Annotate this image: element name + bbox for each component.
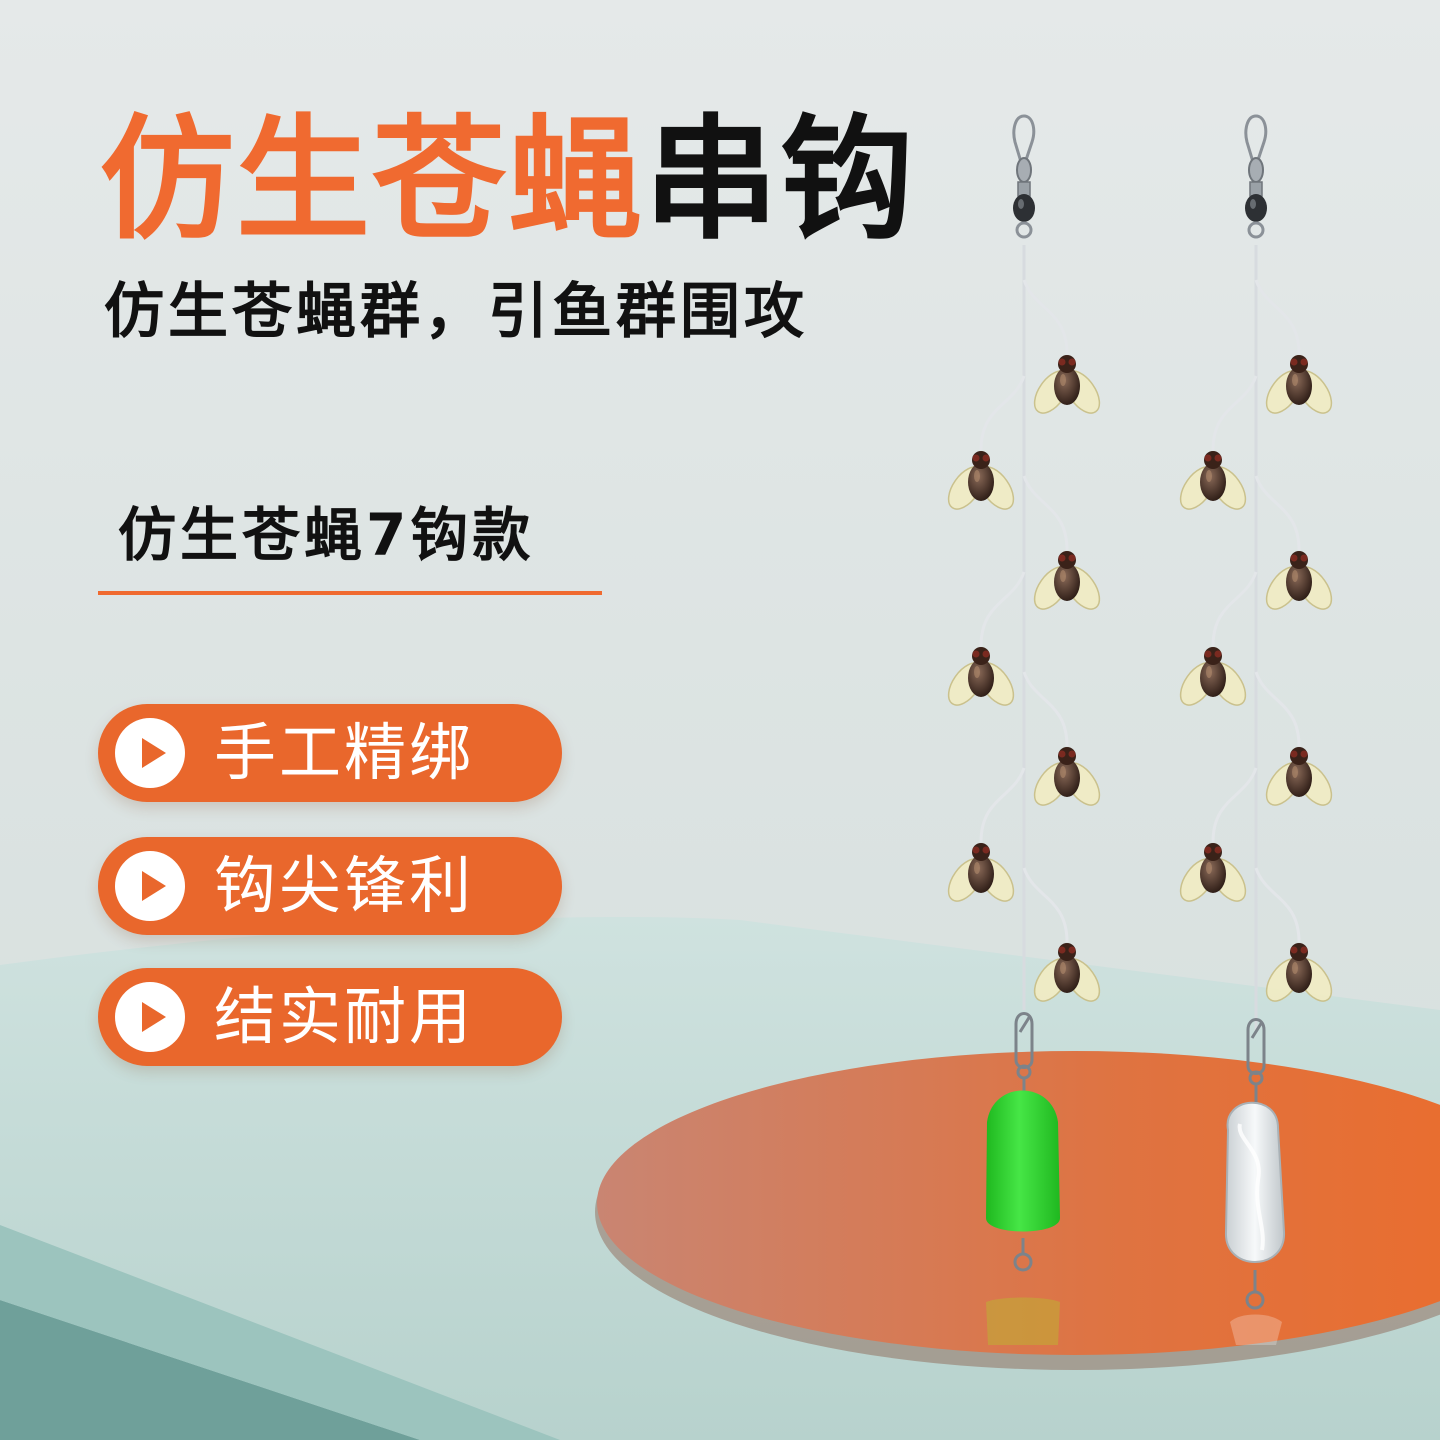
play-icon bbox=[115, 718, 185, 788]
subtitle: 仿生苍蝇群，引鱼群围攻 bbox=[104, 277, 808, 347]
floor-bevel bbox=[0, 1225, 560, 1440]
fishing-rig-green bbox=[940, 114, 1108, 1120]
sinker-icon bbox=[986, 1090, 1060, 1232]
sinker-icon bbox=[1224, 1101, 1286, 1263]
headline: 仿生苍蝇串钩 bbox=[100, 100, 916, 260]
sinker-reflection bbox=[986, 1297, 1060, 1345]
sinker-reflection bbox=[1230, 1314, 1282, 1345]
headline-accent: 仿生苍蝇 bbox=[100, 102, 645, 258]
feature-pill: 结实耐用 bbox=[98, 968, 562, 1066]
feature-label: 结实耐用 bbox=[214, 980, 475, 1053]
headline-dark: 串钩 bbox=[644, 102, 917, 258]
feature-pill: 钩尖锋利 bbox=[98, 837, 562, 935]
feature-pill: 手工精绑 bbox=[98, 704, 562, 802]
feature-label: 手工精绑 bbox=[214, 716, 475, 789]
feature-label: 钩尖锋利 bbox=[214, 849, 475, 922]
fishing-rig-clear bbox=[1172, 114, 1340, 1126]
variant-label: 仿生苍蝇7钩款 bbox=[118, 501, 535, 569]
play-icon bbox=[115, 982, 185, 1052]
play-icon bbox=[115, 851, 185, 921]
variant-underline bbox=[98, 591, 602, 595]
